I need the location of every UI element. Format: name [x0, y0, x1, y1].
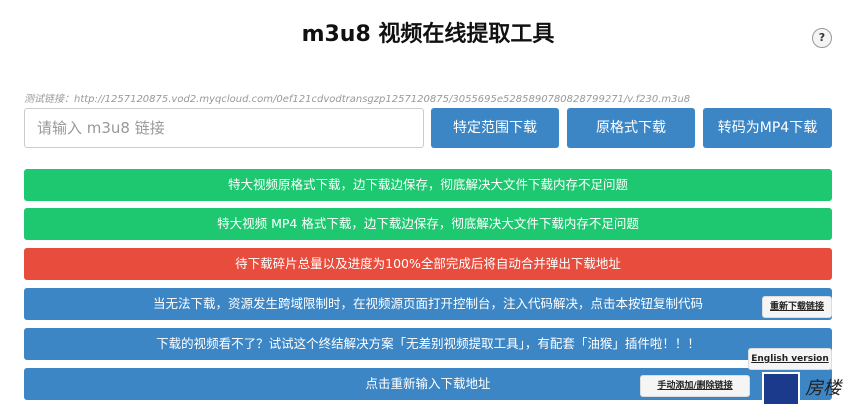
original-download-button[interactable]: 原格式下载 — [567, 108, 695, 148]
range-download-button[interactable]: 特定范围下载 — [431, 108, 559, 148]
watermark-text: 房楼 — [805, 378, 841, 399]
page-title: m3u8 视频在线提取工具 — [301, 22, 555, 47]
copy-inject-code-button[interactable]: 当无法下载，资源发生跨域限制时，在视频源页面打开控制台，注入代码解决，点击本按钮… — [24, 288, 832, 320]
stream-mp4-download-button[interactable]: 特大视频 MP4 格式下载，边下载边保存，彻底解决大文件下载内存不足问题 — [24, 208, 832, 240]
english-version-button[interactable]: English version — [748, 348, 832, 370]
stream-original-download-button[interactable]: 特大视频原格式下载，边下载边保存，彻底解决大文件下载内存不足问题 — [24, 169, 832, 201]
redownload-link-button[interactable]: 重新下载链接 — [762, 296, 832, 318]
manual-add-button[interactable]: 手动添加/删除链接 — [640, 375, 750, 397]
watermark-logo-icon — [762, 372, 800, 406]
mp4-download-button[interactable]: 转码为MP4下载 — [703, 108, 832, 148]
help-button[interactable]: ? — [812, 28, 832, 48]
progress-status: 待下载碎片总量以及进度为100%全部完成后将自动合并弹出下载地址 — [24, 248, 832, 280]
test-link: 测试链接：http://1257120875.vod2.myqcloud.com… — [24, 94, 691, 105]
m3u8-url-input[interactable]: 请输入 m3u8 链接 — [24, 108, 424, 148]
extract-tool-link[interactable]: 下载的视频看不了？试试这个终结解决方案「无差别视频提取工具」，有配套「油猴」插件… — [24, 328, 832, 360]
